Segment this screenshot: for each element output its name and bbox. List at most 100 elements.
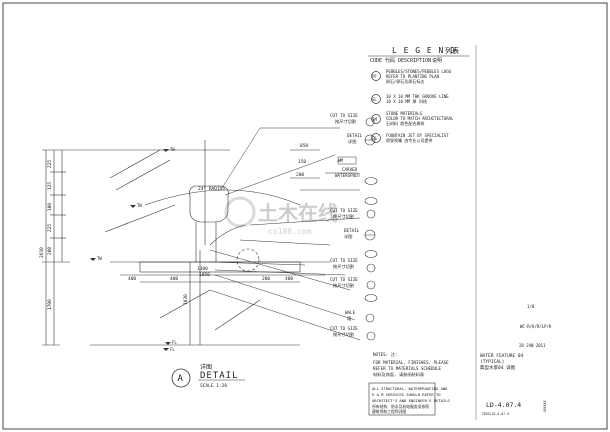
callout-10-sub: 按尺寸切割 — [333, 282, 354, 289]
leader-5 — [249, 217, 361, 226]
title-block-code: XXXXXX — [543, 400, 547, 412]
callout-10-text: CUT TO SIZE — [330, 277, 358, 282]
legend-col-desc-cn: 说明 — [432, 57, 442, 64]
level-marker-5 — [163, 348, 169, 351]
notes-box-line-4: 所有结构、防水及机电服务须参照 — [372, 404, 429, 409]
dim-middle-left: 1030 — [183, 294, 189, 305]
level-marker-4 — [165, 342, 171, 345]
legend-item-1-line-3: 卵石/卵石及卵石标志 — [386, 78, 424, 84]
dim-total-left: 2650 — [39, 247, 45, 258]
callout-4-sub: WATERSPOUT — [335, 173, 361, 178]
callout-2-sub: 详图 — [348, 138, 356, 145]
legend-item-3-code: SM — [372, 117, 377, 122]
curve-sweep — [144, 189, 301, 206]
dimension-labels: 850 150 200 24" RADIUS 1300 1050 400 400… — [39, 143, 308, 310]
title-block-ref: IDSG/LD-4.07.4 — [482, 412, 509, 416]
detail-title: DETAIL — [200, 371, 239, 381]
level-label-5: FL — [170, 347, 175, 352]
legend-item-1-line-2: REFER TO PLANTING PLAN — [386, 74, 440, 79]
hatch-2 — [115, 159, 171, 191]
dim-150: 150 — [298, 159, 306, 165]
legend-item-3-line-1: STONE MATERIALS — [386, 111, 423, 116]
level-marker-2 — [130, 205, 136, 208]
title-block: 1/0 WC-R/K/R/LP/R 28 JAN 2011 WATER FEAT… — [475, 45, 552, 420]
legend-col-desc: DESCRIPTION — [398, 58, 431, 64]
notes-box-line-2: E & M SERVICES SHOULD REFER TO — [372, 392, 441, 397]
legend-item-4-marker — [371, 133, 381, 143]
title-block-date: 28 JAN 2011 — [519, 343, 546, 348]
dim-left-100: 100 — [47, 203, 53, 211]
dim-left-200: 200 — [47, 247, 53, 255]
level-label-2: TW — [137, 203, 142, 208]
watermark-cn: 土木在线 — [258, 201, 338, 225]
leader-1b — [221, 127, 261, 189]
dim-bottom-1: 400 — [128, 276, 136, 282]
notes-box-line-1: ALL STRUCTURAL, WATERPROOFING AND — [372, 386, 448, 391]
callout-7-sub: 详图 — [344, 233, 352, 240]
callout-13-sub: 按尺寸切割 — [333, 331, 354, 338]
callout-4-marker — [364, 177, 378, 185]
callout-3-tag — [337, 156, 357, 165]
dim-w-label: 1050 — [199, 272, 210, 278]
legend-col-code: CODE — [370, 58, 382, 64]
callout-9-marker — [366, 263, 376, 273]
notes: NOTES: 注: FOR MATERIAL, FINISHES, PLEASE… — [368, 351, 450, 416]
callout-1-marker — [365, 117, 375, 127]
callout-13-text: CUT TO SIZE — [330, 326, 358, 331]
notes-line-1: FOR MATERIAL, FINISHES, PLEASE — [373, 360, 449, 365]
level-marker-1 — [163, 149, 169, 152]
callout-3-text: WM — [338, 158, 344, 163]
level-markers: TW TW TW FL FL — [90, 147, 177, 352]
title-block-rev: 1/0 — [527, 304, 535, 309]
callout-1-text: CUT TO SIZE — [330, 113, 358, 118]
legend-item-2-marker — [371, 94, 381, 104]
leader-10 — [214, 274, 356, 321]
lower-base — [139, 261, 301, 273]
legend-title: L E G E N D — [392, 46, 456, 55]
legend: L E G E N D 列表 CODE 代码 DESCRIPTION 说明 PF… — [368, 46, 470, 143]
level-marker-3 — [90, 258, 96, 261]
notes-line-3: 材料及饰面, 请参阅材料表 — [373, 371, 425, 378]
dim-top-w: 850 — [300, 143, 308, 149]
detail-scale: SCALE 1:20 — [200, 383, 227, 389]
notes-box-line-5: 建筑师和工程师详图 — [372, 409, 406, 414]
leader-lines — [209, 127, 361, 341]
detail-marker: A 详图 DETAIL SCALE 1:20 — [171, 363, 245, 389]
leader-8 — [214, 269, 346, 276]
dim-left-225a: 225 — [47, 160, 53, 168]
watermark-logo — [224, 196, 256, 228]
detail-marker-letter: A — [178, 374, 184, 384]
dim-radius: 24" RADIUS — [198, 186, 225, 192]
callout-6-marker — [366, 209, 376, 219]
dim-h-label: 1300 — [197, 266, 208, 272]
notes-line-2: REFER TO MATERIALS SCHEDULE — [373, 366, 442, 371]
legend-item-1-code: PF — [372, 74, 377, 79]
dim-left-225b: 225 — [47, 224, 53, 232]
hatch-3 — [104, 204, 176, 233]
watermark-en: co188.com — [268, 227, 312, 236]
elevation-drawing — [42, 140, 330, 346]
legend-item-1-line-1: PEBBLES/STONES/PEBBLES LOGO — [386, 69, 452, 74]
legend-item-4-line-1: FOUNTAIN JET BY SPECIALIST — [386, 133, 449, 138]
detail-cn: 详图 — [200, 363, 212, 371]
legend-item-2-line-2: 10 X 10 MM 厚 凹线 — [386, 98, 427, 104]
dim-200: 200 — [296, 172, 304, 178]
legend-item-2-code: GL — [372, 97, 377, 102]
callout-6-sub: 按尺寸切割 — [333, 213, 354, 220]
callout-9-text: CUT TO SIZE — [330, 258, 358, 263]
hatch-1 — [109, 149, 161, 179]
callout-8-marker — [364, 250, 378, 258]
callout-4-text: CARVED — [342, 167, 358, 172]
notes-box — [368, 382, 436, 416]
callout-5-marker — [364, 197, 378, 205]
legend-title-cn: 列表 — [445, 46, 459, 55]
title-block-typical: (TYPICAL) — [480, 359, 504, 365]
callout-2-text: DETAIL — [347, 133, 363, 138]
legend-col-code-cn: 代码 — [385, 57, 395, 64]
callouts: CUT TO SIZE 按尺寸切割 DETAIL 详图 WM CARVED WA… — [330, 113, 378, 341]
watermark: 土木在线 co188.com — [224, 196, 338, 236]
leader-6 — [239, 239, 331, 246]
legend-item-4-line-2: 喷泉喷嘴 由专业公司提供 — [386, 137, 432, 143]
